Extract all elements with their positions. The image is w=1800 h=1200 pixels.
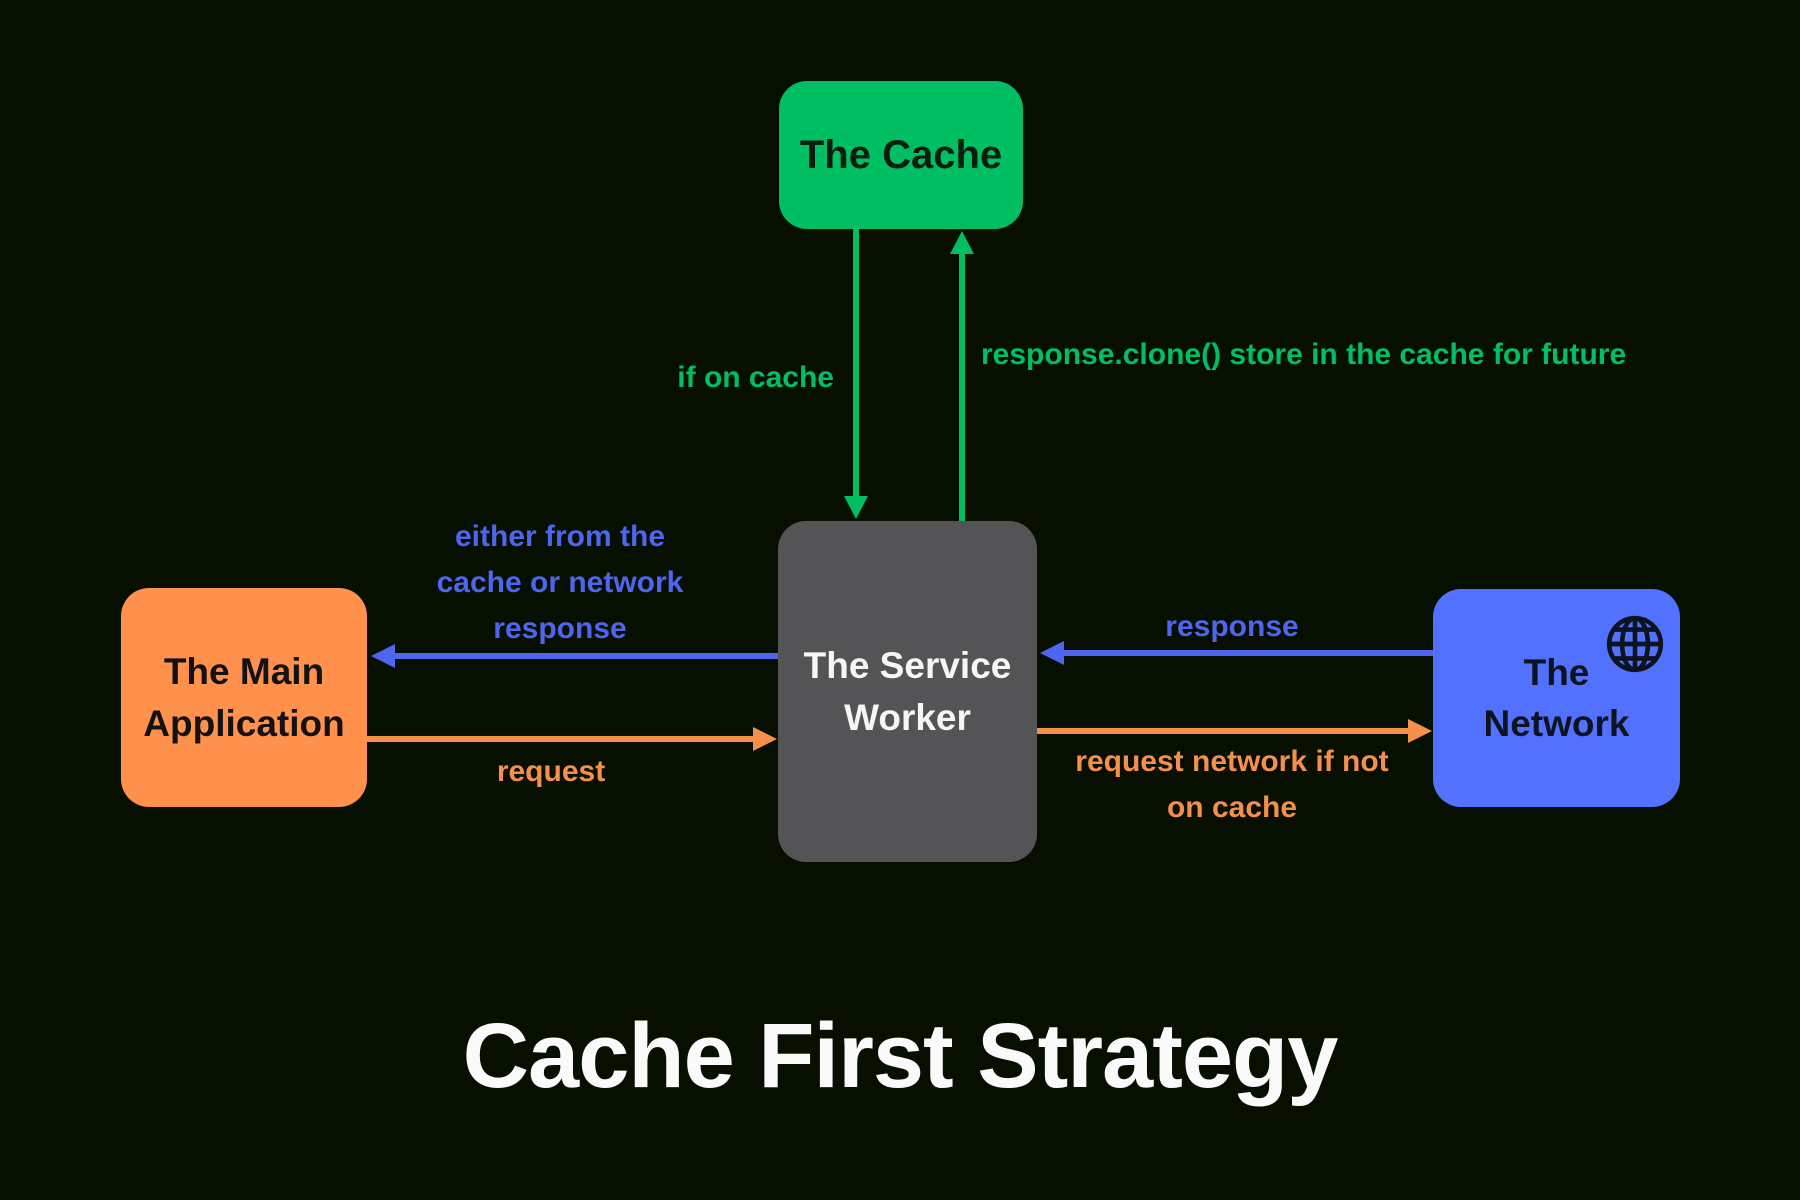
service-worker-node: The Service Worker (778, 521, 1037, 862)
arrow-network-to-service-worker (1040, 641, 1433, 665)
edge-label-request: request (496, 755, 606, 788)
edge-label-request-network-line2: if not on cache (1166, 745, 1389, 824)
arrow-cache-to-service-worker (844, 229, 868, 519)
edge-label-either-from-cache-or-network: either from the cache or network respons… (410, 514, 710, 652)
edge-label-response-clone-line2: store in the cache for (1229, 338, 1533, 371)
edge-label-response: response (1165, 610, 1299, 643)
edge-label-request-network-line1: request network (1075, 745, 1308, 778)
edge-label-either-line1: either from the (454, 520, 666, 553)
cache-node-label: The Cache (799, 132, 1003, 177)
arrow-service-worker-to-cache (950, 231, 974, 521)
main-application-node-label-line2: Application (143, 702, 345, 744)
arrow-service-worker-to-network (1037, 719, 1432, 743)
edge-label-response-clone-line1: response.clone() (981, 338, 1222, 371)
globe-icon (1606, 615, 1664, 673)
service-worker-node-label-line1: The Service (803, 645, 1012, 687)
edge-label-either-line2: cache or network (436, 566, 684, 599)
main-application-node-label-line1: The Main (163, 651, 325, 693)
network-node-label-line1: The (1523, 651, 1590, 693)
edge-label-response-clone: response.clone() store in the cache for … (981, 332, 1626, 378)
network-node: The Network (1433, 589, 1680, 807)
edge-label-response-clone-line3: future (1541, 338, 1627, 371)
page-title: Cache First Strategy (462, 1005, 1339, 1107)
arrow-main-application-to-service-worker (367, 727, 777, 751)
arrow-service-worker-to-main-application (371, 644, 778, 668)
edge-label-request-network: request network if not on cache (1062, 739, 1402, 831)
service-worker-node-label-line2: Worker (844, 696, 971, 738)
main-application-node: The Main Application (121, 588, 367, 807)
cache-node: The Cache (779, 81, 1023, 229)
edge-label-either-line3: response (493, 612, 627, 645)
network-node-label-line2: Network (1483, 703, 1630, 744)
edge-label-if-on-cache: if on cache (677, 361, 834, 394)
